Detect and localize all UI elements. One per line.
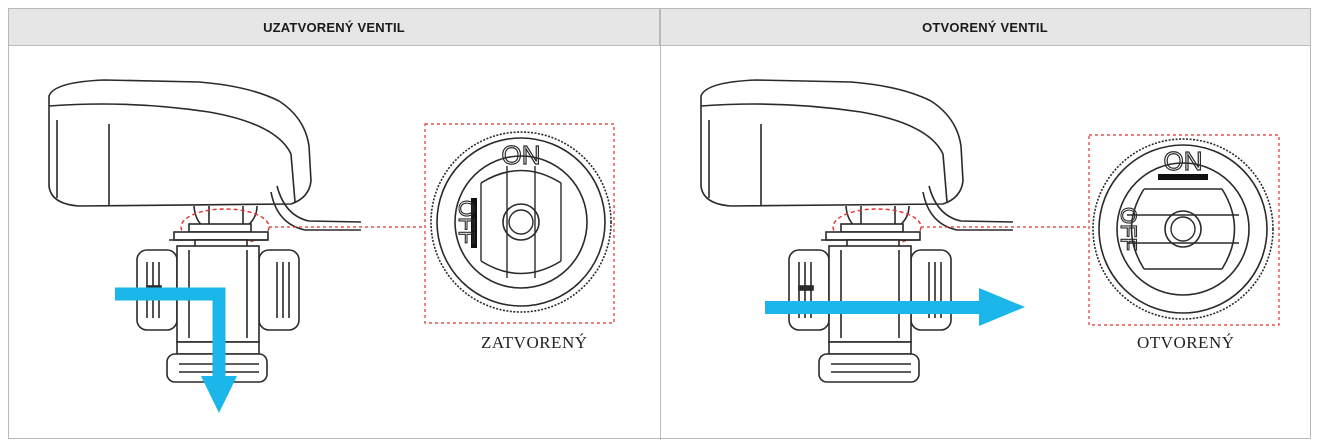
cell-closed-valve: ON OFF ZATVORENÝ bbox=[9, 46, 660, 438]
dial-on-label: ON bbox=[1164, 146, 1203, 176]
cropped-text-strip bbox=[0, 0, 1320, 8]
dial-off-label: OFF bbox=[454, 200, 479, 244]
open-dial: ON OFF bbox=[1092, 138, 1274, 320]
caption-closed: ZATVORENÝ bbox=[481, 333, 588, 352]
dial-indicator-mark bbox=[471, 198, 477, 248]
dial-callout-box bbox=[424, 123, 615, 324]
dial-callout-box bbox=[1088, 134, 1280, 326]
caption-open: OTVORENÝ bbox=[1137, 333, 1235, 352]
actuator-housing bbox=[48, 79, 362, 234]
cell-open-valve: ON OFF OTVORENÝ bbox=[661, 46, 1310, 438]
actuator-housing bbox=[700, 79, 1014, 234]
header-closed-valve: UZATVORENÝ VENTIL bbox=[9, 9, 660, 46]
closed-valve-illustration: ON OFF bbox=[48, 79, 615, 413]
dial-on-label: ON bbox=[502, 140, 541, 170]
dial-indicator-mark bbox=[1158, 174, 1208, 180]
flow-arrow-open bbox=[765, 288, 1025, 326]
dial-off-label: OFF bbox=[1116, 207, 1141, 251]
closed-dial: ON OFF bbox=[430, 131, 612, 313]
flow-arrow-closed bbox=[115, 287, 237, 413]
valve-comparison-table: UZATVORENÝ VENTIL OTVORENÝ VENTIL bbox=[8, 8, 1311, 440]
column-divider bbox=[660, 9, 661, 440]
header-open-valve: OTVORENÝ VENTIL bbox=[660, 9, 1310, 46]
open-valve-illustration: ON OFF bbox=[700, 79, 1280, 383]
